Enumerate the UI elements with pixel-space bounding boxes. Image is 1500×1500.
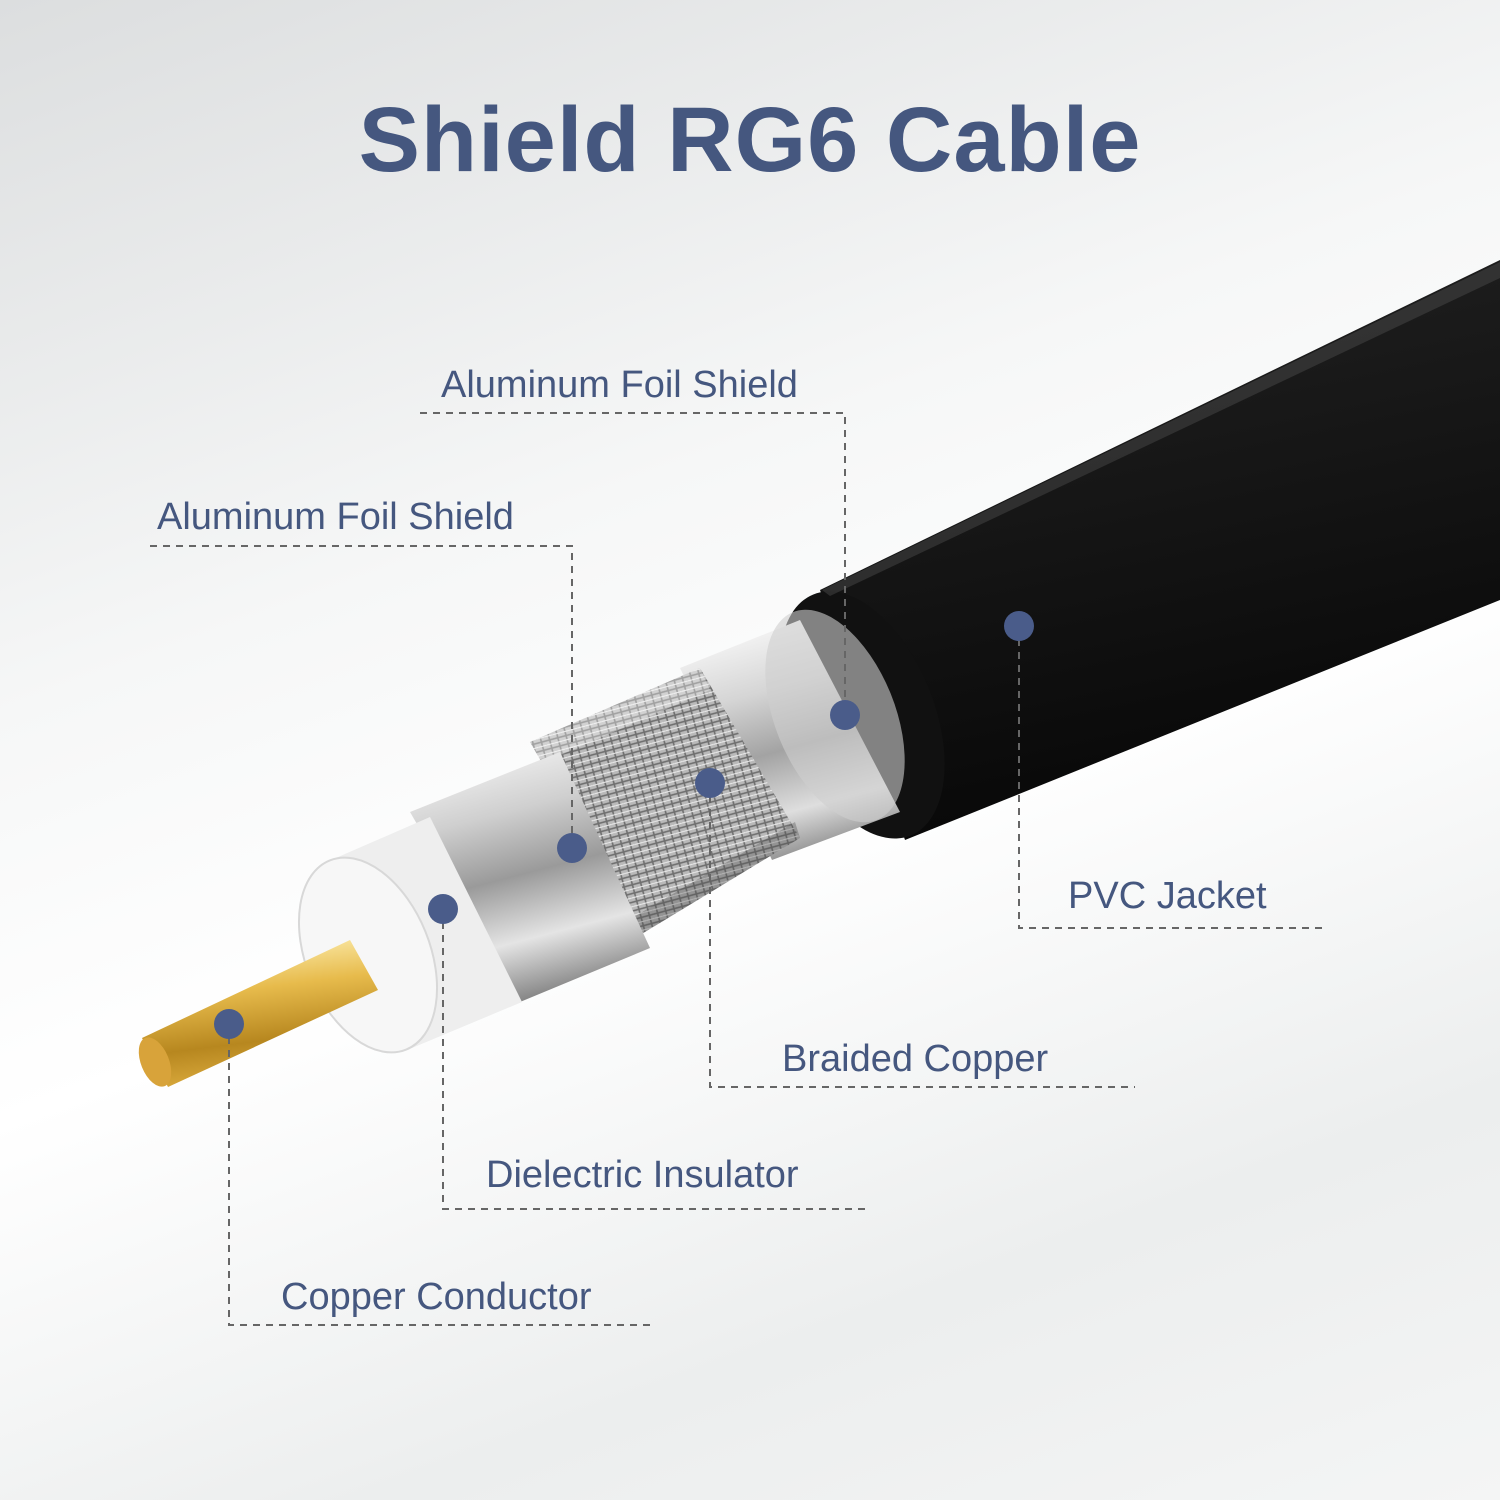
marker-conductor bbox=[214, 1009, 244, 1039]
copper-conductor-shape bbox=[138, 940, 378, 1087]
page-title: Shield RG6 Cable bbox=[358, 89, 1142, 191]
braided-copper-shape bbox=[530, 668, 800, 935]
label-aluminum-foil-shield-outer: Aluminum Foil Shield bbox=[441, 364, 798, 406]
label-aluminum-foil-shield-inner: Aluminum Foil Shield bbox=[157, 496, 514, 538]
marker-foil-outer bbox=[830, 700, 860, 730]
leader-line-conductor bbox=[228, 1024, 650, 1326]
marker-dielectric bbox=[428, 894, 458, 924]
label-dielectric-insulator: Dielectric Insulator bbox=[486, 1154, 799, 1196]
foil-shield-inner-shape bbox=[410, 752, 650, 1002]
leader-line-foil-outer bbox=[420, 412, 846, 715]
leader-line-braided-copper bbox=[709, 783, 1135, 1088]
marker-pvc-jacket bbox=[1004, 611, 1034, 641]
marker-braided-copper bbox=[695, 768, 725, 798]
leader-line-foil-inner bbox=[150, 545, 573, 848]
label-braided-copper: Braided Copper bbox=[782, 1038, 1049, 1080]
leader-line-dielectric bbox=[442, 909, 867, 1210]
leader-line-pvc-jacket bbox=[1018, 626, 1325, 929]
label-pvc-jacket: PVC Jacket bbox=[1068, 875, 1267, 917]
label-copper-conductor: Copper Conductor bbox=[281, 1276, 592, 1318]
marker-foil-inner bbox=[557, 833, 587, 863]
